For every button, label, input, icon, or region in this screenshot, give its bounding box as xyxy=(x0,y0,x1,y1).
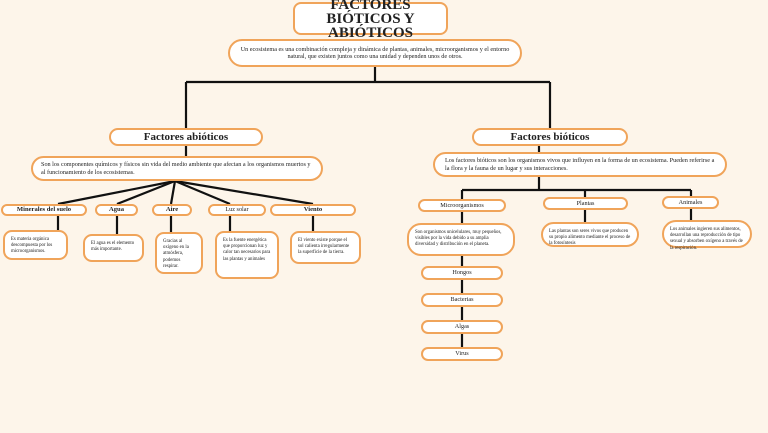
animales-detail-text: Los animales ingieren sus alimentos, des… xyxy=(670,227,743,251)
aire-detail-text: Gracias al oxígeno en la atmósfera, pode… xyxy=(163,239,189,269)
item-aire: Aire xyxy=(152,204,192,216)
agua-detail-text: El agua es el elemento más importante. xyxy=(91,241,135,253)
item-animales-label: Animales xyxy=(678,198,703,206)
item-viento-label: Viento xyxy=(303,206,323,214)
micro-type-bacterias-label: Bacterias xyxy=(450,296,474,304)
viento-detail-text: El viento existe porque el sol calienta … xyxy=(298,238,350,256)
micro-type-virus: Virus xyxy=(421,347,503,361)
micro-type-algas-label: Algas xyxy=(454,323,470,331)
item-agua-label: Agua xyxy=(108,206,125,214)
abioticos-description: Son los componentes químicos y físicos s… xyxy=(31,156,323,181)
micro-type-hongos-label: Hongos xyxy=(452,269,472,277)
bioticos-description: Los factores bióticos son los organismos… xyxy=(433,152,727,177)
micro-type-bacterias: Bacterias xyxy=(421,293,503,307)
fan-minerales xyxy=(57,179,176,206)
fan-aire xyxy=(169,180,177,205)
item-plantas: Plantas xyxy=(543,197,628,210)
item-viento: Viento xyxy=(270,204,356,216)
luz-detail: Es la fuente energética que proporcionan… xyxy=(215,231,279,279)
abioticos-description-text: Son los componentes químicos y físicos s… xyxy=(41,161,311,176)
micro-type-hongos: Hongos xyxy=(421,266,503,280)
fan-agua xyxy=(116,179,176,206)
minerales-detail-text: Es materia orgánica descompuesta por los… xyxy=(11,237,53,255)
micro-type-virus-label: Virus xyxy=(455,350,469,358)
bioticos-heading: Factores bióticos xyxy=(472,128,628,146)
bioticos-heading-text: Factores bióticos xyxy=(510,130,590,143)
item-microorganismos: Microorganismos xyxy=(418,199,506,212)
bioticos-description-text: Los factores bióticos son los organismos… xyxy=(445,157,715,172)
page-title: FACTORES BIÓTICOS Y ABIÓTICOS xyxy=(293,0,448,40)
animales-detail: Los animales ingieren sus alimentos, des… xyxy=(662,220,752,251)
item-plantas-label: Plantas xyxy=(576,199,595,207)
fan-luz xyxy=(174,179,231,206)
aire-detail: Gracias al oxígeno en la atmósfera, pode… xyxy=(155,232,203,274)
micro-detail: Son organismos unicelulares, muy pequeño… xyxy=(407,223,515,256)
luz-detail-text: Es la fuente energética que proporcionan… xyxy=(223,238,271,262)
item-microorganismos-label: Microorganismos xyxy=(440,201,484,209)
page-title-text: FACTORES BIÓTICOS Y ABIÓTICOS xyxy=(326,0,415,41)
bioticos-split xyxy=(460,177,693,199)
item-aire-label: Aire xyxy=(165,206,179,214)
item-minerales-label: Minerales del suelo xyxy=(16,206,72,214)
micro-detail-text: Son organismos unicelulares, muy pequeño… xyxy=(415,230,502,248)
item-luz-solar-label: Luz solar xyxy=(225,206,249,214)
item-agua: Agua xyxy=(95,204,138,216)
plantas-detail: Las plantas son seres vivos que producen… xyxy=(541,222,639,247)
item-luz-solar: Luz solar xyxy=(208,204,266,216)
item-minerales: Minerales del suelo xyxy=(1,204,87,216)
fan-viento xyxy=(174,179,314,206)
micro-type-algas: Algas xyxy=(421,320,503,334)
abioticos-heading-text: Factores abióticos xyxy=(143,130,229,143)
definition-text: Un ecosistema es una combinación complej… xyxy=(240,45,510,60)
item-animales: Animales xyxy=(662,196,719,209)
abioticos-heading: Factores abióticos xyxy=(109,128,263,146)
agua-detail: El agua es el elemento más importante. xyxy=(83,234,144,262)
definition-box: Un ecosistema es una combinación complej… xyxy=(228,39,522,67)
plantas-detail-text: Las plantas son seres vivos que producen… xyxy=(549,229,631,247)
viento-detail: El viento existe porque el sol calienta … xyxy=(290,231,361,264)
minerales-detail: Es materia orgánica descompuesta por los… xyxy=(3,230,68,260)
